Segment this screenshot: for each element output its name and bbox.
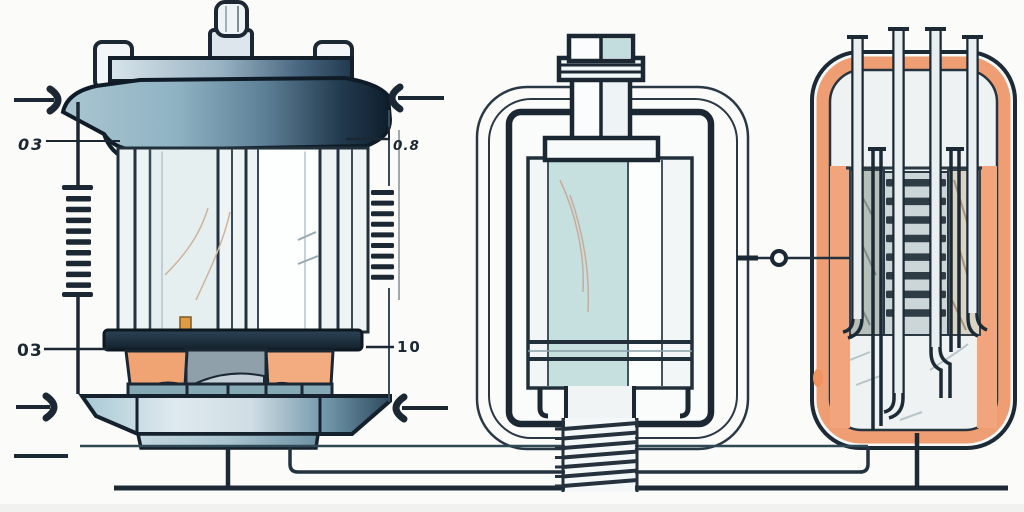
right-scale [371,110,400,402]
scale-tick [371,200,394,206]
scale-tick [371,253,394,259]
scale-tick [66,260,91,267]
scale-tick [371,243,394,248]
stud-threads [555,421,638,488]
rod-fill [931,31,940,347]
cylinder-highlight-stripe [628,160,662,386]
circuit-wiring [14,249,1008,491]
scale-tick [371,274,394,280]
arrow-right-icon [14,85,62,115]
glass-body-lines [133,148,353,332]
label-middle-bottom: 10 [397,338,422,356]
scale-tick [66,196,91,202]
cap-flange [60,75,393,153]
cylinder-teal-stripe [548,160,628,386]
orange-wedge-right [264,349,335,390]
thread-line [562,459,638,469]
bottom-shadow [0,504,1024,512]
left-scale [62,102,93,394]
cylinder-leg-left [537,388,549,419]
scale-end-bar [62,292,93,297]
label-middle-top: 0.8 [393,138,420,154]
scale-tick [66,250,91,256]
electrode-rods [842,27,988,430]
terminal-pin [214,0,249,38]
orange-panel-left [830,166,850,428]
glass-sketch-marks [164,207,231,301]
scale-tick [371,264,394,270]
label-left-top: 03 [18,135,44,154]
interior-sketch-marks [849,343,969,421]
glass-sketch-marks [297,231,319,265]
cylinder-leg-right [679,388,691,419]
scale-tick [371,190,394,195]
middle-capacitor [475,33,750,451]
thread-line [562,478,638,488]
scale-tick [66,271,91,278]
scale-end-bar [62,185,93,190]
node-circle [770,249,788,267]
terminal-shoulder [542,135,661,163]
scale-tick [371,221,394,227]
thread-line [562,449,638,460]
rod-fill [853,39,862,319]
thread-line [562,421,638,431]
label-left-bottom: 03 [17,341,43,361]
arrow-left-icon [392,393,448,423]
bus-riser [859,447,870,474]
scale-tick [66,239,91,245]
thread-line [562,440,638,450]
scale-ticks [66,196,91,288]
rod [966,38,988,338]
rod-fill [968,39,977,313]
annotations: 03 03 0.8 10 [14,83,448,423]
orange-wedge-left [124,349,189,390]
terminal-cap-teal [602,39,630,58]
base-plinth [78,394,392,436]
scale-tick [66,282,91,288]
threaded-stud [555,418,639,492]
arrow-left-icon [388,83,444,113]
rod [842,38,864,340]
arrow-right-icon [16,392,58,422]
cylinder-sketch-marks [559,179,590,313]
bus-line-mid [288,447,862,474]
orange-panel-right [977,166,997,428]
scale-tick [66,206,91,213]
rod-short [949,150,961,352]
terminal-shaft-shade [601,79,627,139]
left-capacitor [60,0,393,450]
cylinder-lines [547,160,663,386]
glass-panel-bright [258,150,320,330]
scale-tick [66,217,91,224]
orange-nub [813,369,823,387]
scale-tick [371,232,394,238]
rod [929,30,952,398]
rod [883,30,905,420]
base-bottom-band [135,432,321,450]
dark-collar-band [102,328,364,352]
scale-tick [371,211,394,217]
right-plate-cell [810,27,1017,450]
orange-ring [816,56,1011,444]
rod-fill [894,31,903,393]
scale-ticks [371,190,394,280]
scale-tick [66,228,91,234]
thread-line [562,430,638,441]
glass-panel-teal [150,150,218,330]
neck-fill [568,386,632,420]
rod-short [871,150,883,430]
thread-line [562,468,638,479]
